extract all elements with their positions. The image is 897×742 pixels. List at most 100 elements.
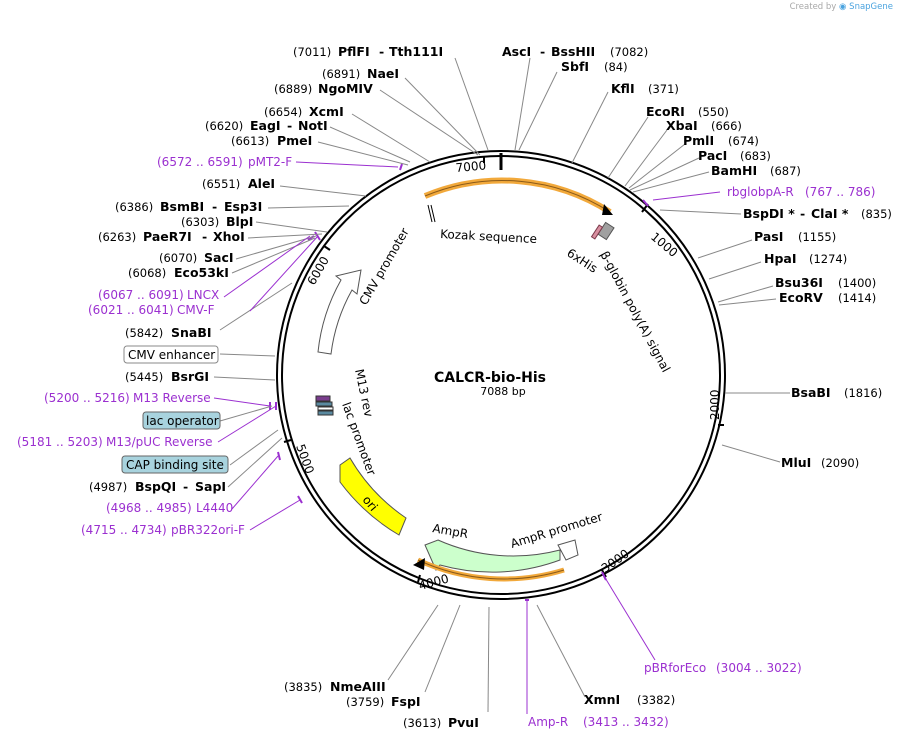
site-name-bsmbi: BsmBI <box>160 199 204 214</box>
leader-ngomiv <box>379 89 479 156</box>
feature-cap-binding: CAP binding site <box>126 458 224 472</box>
site-name-pmei: PmeI <box>277 133 312 148</box>
primer-range-ampr: (3413 .. 3432) <box>583 715 669 729</box>
site-pos-pvui: (3613) <box>403 716 441 730</box>
leader-nael <box>404 77 481 156</box>
watermark-brand: SnapGene <box>849 2 893 12</box>
leader-hpai <box>708 261 762 280</box>
primer-mark-pmt2f <box>399 163 403 171</box>
site-name-eco53ki: Eco53kI <box>174 265 229 280</box>
watermark-prefix: Created by <box>789 2 837 12</box>
site-name-hpai: HpaI <box>764 251 797 266</box>
leader-bsmbi <box>267 205 350 209</box>
cap-binding-box <box>121 455 229 474</box>
orf-arrowhead-bottom <box>413 558 425 570</box>
lacop-box <box>315 401 333 407</box>
leader-cmvf <box>249 235 319 312</box>
leader-bsrgi <box>213 376 276 381</box>
site-name-bamhi: BamHI <box>711 163 757 178</box>
leader-m13rev <box>213 397 271 407</box>
site-name-mlui: MluI <box>781 455 811 470</box>
site-name-ngomiv: NgoMIV <box>318 81 373 96</box>
leader-pflfi <box>454 57 489 151</box>
leader-xbai <box>624 129 668 187</box>
site-name-bsu36i: Bsu36I <box>775 275 823 290</box>
site-sep-bspdi: - <box>800 206 805 221</box>
leader-bspdi <box>659 209 742 215</box>
site-pos-bsrgi: (5445) <box>125 370 163 384</box>
site-leader-lines <box>213 57 790 713</box>
m13rev-box <box>315 395 331 402</box>
site-pos-xcmi: (6654) <box>264 105 302 119</box>
site-pos-paer7i: (6263) <box>98 230 136 244</box>
leader-ecorv <box>718 298 777 306</box>
site-pos-alei: (6551) <box>202 177 240 191</box>
site-pos-ngomiv: (6889) <box>274 82 312 96</box>
site-labels: (7011) PflFI - Tth111I AscI - BssHII (70… <box>89 44 892 730</box>
site-pos-nmeaiii: (3835) <box>284 680 322 694</box>
primer-name-l4440: L4440 <box>196 501 233 515</box>
leader-l4440 <box>231 455 279 510</box>
site-name2-bspqi: SapI <box>195 479 226 494</box>
primer-name-pmt2f: pMT2-F <box>248 155 292 169</box>
site-pos-kfli: (371) <box>648 82 679 96</box>
orf-arc-top <box>423 177 612 215</box>
leader-pmli <box>628 143 686 189</box>
site-pos-ecorv: (1414) <box>838 291 876 305</box>
site-pos-hpai: (1274) <box>809 252 847 266</box>
site-name-nmeaiii: NmeAIII <box>330 679 386 694</box>
primer-range-l4440: (4968 .. 4985) <box>106 501 192 515</box>
site-name-pvui: PvuI <box>448 715 479 730</box>
site-pos-bamhi: (687) <box>770 164 801 178</box>
primer-name-m13rev: M13 Reverse <box>133 391 211 405</box>
leader-asci <box>514 57 531 151</box>
leader-xcmi <box>351 113 431 163</box>
site-pos-xmni: (3382) <box>637 693 675 707</box>
site-pos-pmei: (6613) <box>231 134 269 148</box>
site-name-bsrgi: BsrGI <box>171 369 209 384</box>
site-pos-pasi: (1155) <box>798 230 836 244</box>
primer-name-pbr322: pBR322ori-F <box>171 523 245 537</box>
site-pos-mlui: (2090) <box>821 456 859 470</box>
leader-ecori <box>607 116 649 179</box>
orf-arc-top-line <box>424 179 611 213</box>
ampr-promoter-arrow <box>557 539 579 561</box>
site-name-fspi: FspI <box>391 694 421 709</box>
site-name-nael: NaeI <box>367 66 399 81</box>
cmv-enhancer-box <box>123 345 219 364</box>
site-pos-bsu36i: (1400) <box>838 276 876 290</box>
site-pos-pmli: (674) <box>728 134 759 148</box>
site-name-paer7i: PaeR7I <box>143 229 192 244</box>
site-name-bspqi: BspQI <box>135 479 176 494</box>
feature-cmv-promoter: CMV promoter <box>356 226 411 308</box>
primer-range-rbglob: (767 .. 786) <box>805 185 875 199</box>
site-pos-fspi: (3759) <box>346 695 384 709</box>
feature-kozak: Kozak sequence <box>440 227 537 246</box>
leader-paer7i <box>247 233 323 239</box>
tick-label-2000: 2000 <box>708 389 722 420</box>
site-pos-eagi: (6620) <box>205 119 243 133</box>
site-name2-bsmbi: Esp3I <box>224 199 262 214</box>
site-name-eagi: EagI <box>250 118 281 133</box>
leader-blpi <box>255 221 328 233</box>
tick-label-3000: 3000 <box>599 546 632 575</box>
backbone-outer <box>276 150 726 600</box>
site-sep-asci: - <box>540 44 545 59</box>
primer-name-m13puc: M13/pUC Reverse <box>106 435 213 449</box>
lac-operator-box <box>142 411 221 430</box>
feature-cmv-enhancer: CMV enhancer <box>128 348 215 362</box>
leader-nmeaiii <box>387 604 439 681</box>
leader-lacop <box>219 405 273 422</box>
site-name-kfli: KflI <box>611 81 635 96</box>
site-pos-bspqi: (4987) <box>89 480 127 494</box>
leader-mlui <box>721 444 781 463</box>
leader-bamhi <box>632 171 710 193</box>
leader-saci <box>235 235 317 260</box>
leader-rbglob <box>652 191 721 201</box>
primer-name-cmvf: CMV-F <box>177 303 215 317</box>
primer-range-m13rev: (5200 .. 5216) <box>44 391 130 405</box>
site-name-asci: AscI <box>502 44 531 59</box>
site-name-saci: SacI <box>204 250 234 265</box>
site-name-sbfi: SbfI <box>561 59 589 74</box>
